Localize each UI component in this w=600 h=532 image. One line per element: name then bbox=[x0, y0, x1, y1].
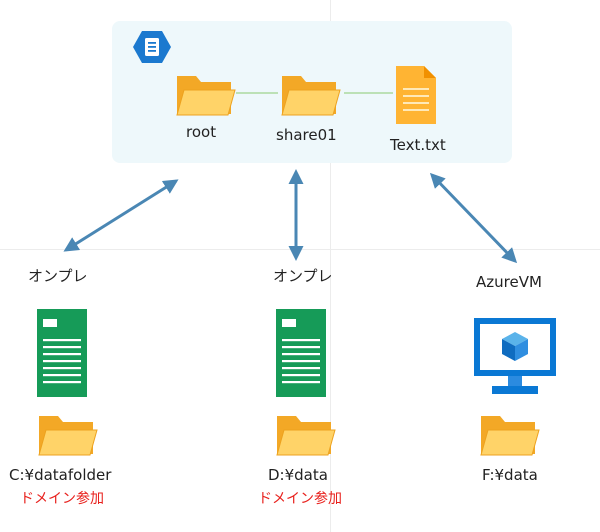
root-folder-icon bbox=[176, 76, 236, 116]
sync-arrow-left bbox=[63, 179, 179, 252]
guide-line-vertical bbox=[330, 0, 331, 532]
right-client-title: AzureVM bbox=[476, 273, 542, 291]
vm-monitor-icon bbox=[474, 318, 556, 394]
center-client-path: D:¥data bbox=[268, 466, 328, 484]
center-client-title: オンプレ bbox=[273, 267, 333, 285]
folder-icon bbox=[38, 416, 98, 456]
share-label: share01 bbox=[276, 126, 337, 144]
share-folder-icon bbox=[281, 76, 341, 116]
left-client-title: オンプレ bbox=[28, 267, 88, 285]
root-label: root bbox=[186, 123, 217, 141]
server-icon bbox=[276, 309, 326, 397]
right-client-path: F:¥data bbox=[482, 466, 538, 484]
left-client-path: C:¥datafolder bbox=[9, 466, 112, 484]
center-client-note: ドメイン参加 bbox=[258, 491, 342, 507]
sync-arrow-right bbox=[429, 172, 518, 264]
folder-icon bbox=[480, 416, 540, 456]
folder-icon bbox=[276, 416, 336, 456]
document-icon bbox=[396, 66, 436, 124]
file-label: Text.txt bbox=[390, 136, 446, 154]
left-client-note: ドメイン参加 bbox=[20, 491, 104, 507]
file-share-icon bbox=[133, 31, 171, 63]
server-icon bbox=[37, 309, 87, 397]
